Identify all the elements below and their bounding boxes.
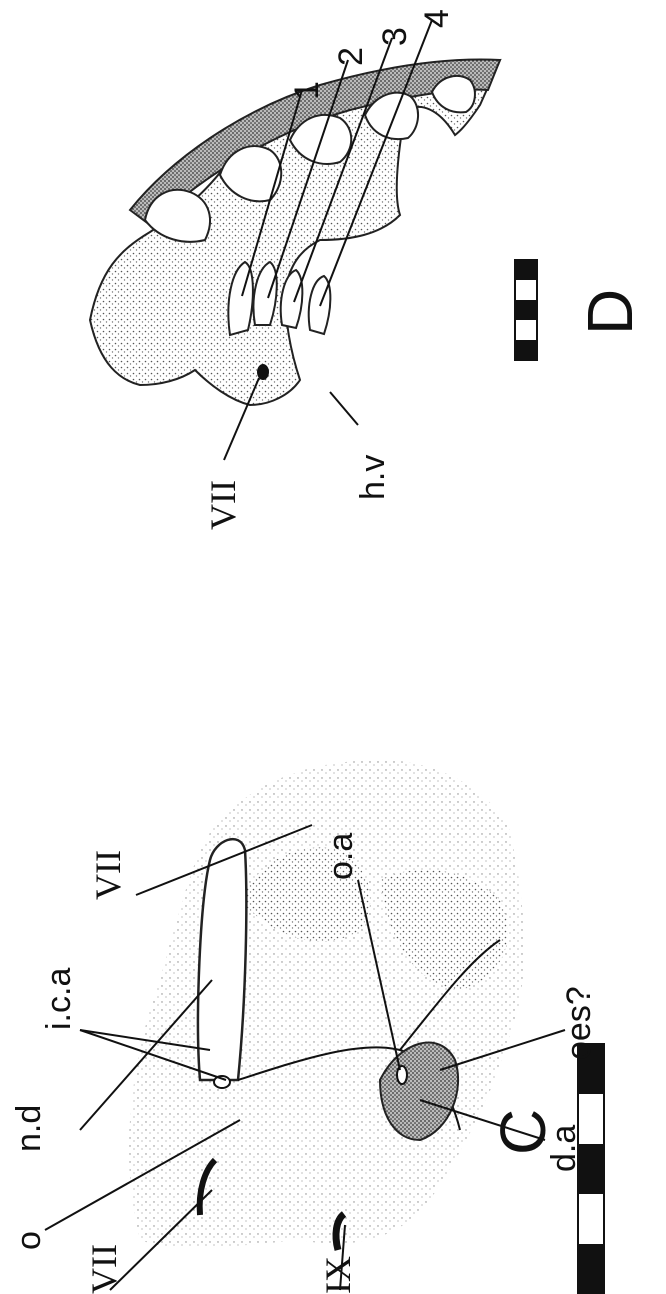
label-nd: n.d [10,1105,48,1152]
panel-d-section: 1 2 3 4 VII h.v D [90,9,646,530]
label-oes: oes? [560,986,598,1060]
scale-bar-d [515,260,537,360]
label-3: 3 [376,27,414,46]
label-d-vii: VII [203,480,243,530]
label-o: o [10,1231,48,1250]
label-ica: i.c.a [40,968,78,1030]
leader-hv [330,392,358,425]
panel-d-nerve-vii [257,364,269,380]
panel-letter-c: C [487,1109,559,1155]
label-2: 2 [332,47,370,66]
label-4: 4 [418,9,456,28]
label-oa: o.a [322,833,360,880]
orbital-artery [397,1066,407,1084]
label-ix: IX [318,1256,358,1294]
label-c-vii-top: VII [88,850,128,900]
panel-c-section: n.d i.c.a VII o.a oes? d.a o VII IX C [10,760,604,1294]
label-hv: h.v [354,455,392,500]
label-c-vii-bottom: VII [84,1244,124,1294]
panel-letter-d: D [574,289,646,335]
label-1: 1 [288,81,326,100]
